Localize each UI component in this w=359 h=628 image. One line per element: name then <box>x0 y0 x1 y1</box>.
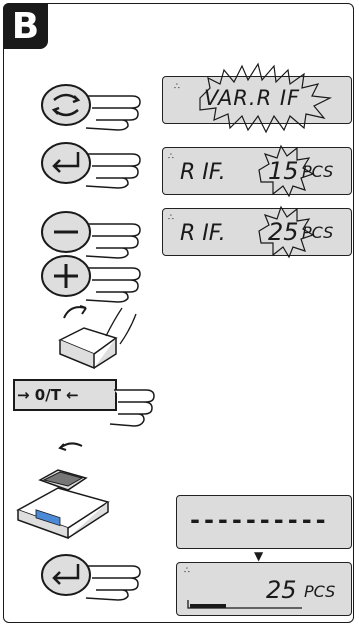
stability-dots: ∴ <box>168 213 174 223</box>
cycle-arrows-icon <box>51 93 81 117</box>
flashing-burst-icon <box>258 205 315 259</box>
display-rif-label: R IF. <box>180 160 226 185</box>
display-rif-value: 15 <box>268 157 299 185</box>
display-dashes <box>176 495 352 549</box>
enter-button[interactable] <box>40 140 160 190</box>
tare-key-label: → 0/T ← <box>17 386 79 404</box>
enter-arrow-icon <box>52 564 80 585</box>
plus-button[interactable] <box>40 254 160 303</box>
instruction-frame <box>3 3 354 623</box>
display-result-value: 25 <box>266 576 297 604</box>
flashing-burst-icon <box>258 144 315 198</box>
display-result-unit: PCS <box>304 582 336 601</box>
stability-dots: ∴ <box>184 566 190 576</box>
display-dashes-text: ---------- <box>190 506 330 534</box>
step-badge: B <box>3 3 48 49</box>
stability-dots: ∴ <box>174 82 180 92</box>
capacity-bar <box>187 600 302 609</box>
display-rif-25 <box>162 208 352 256</box>
balance-icon <box>16 442 110 540</box>
minus-button[interactable] <box>40 210 160 259</box>
tare-button[interactable] <box>13 379 164 436</box>
display-rif-unit: PCS <box>302 162 334 181</box>
enter-button[interactable] <box>40 552 160 602</box>
enter-arrow-icon <box>52 152 80 173</box>
display-rif-unit: PCS <box>302 223 334 242</box>
container-in-hand-icon <box>58 305 137 370</box>
stability-dots: ∴ <box>168 152 174 162</box>
display-rif-15 <box>162 147 352 195</box>
plus-icon <box>54 264 78 288</box>
display-vari-text: VAR.R IF <box>204 86 301 110</box>
down-arrow-icon: ▼ <box>254 549 264 563</box>
display-rif-label: R IF. <box>180 221 226 246</box>
flashing-burst-icon <box>199 62 333 134</box>
display-vari <box>162 76 352 124</box>
display-rif-value: 25 <box>268 218 299 246</box>
cycle-button[interactable] <box>40 82 160 132</box>
